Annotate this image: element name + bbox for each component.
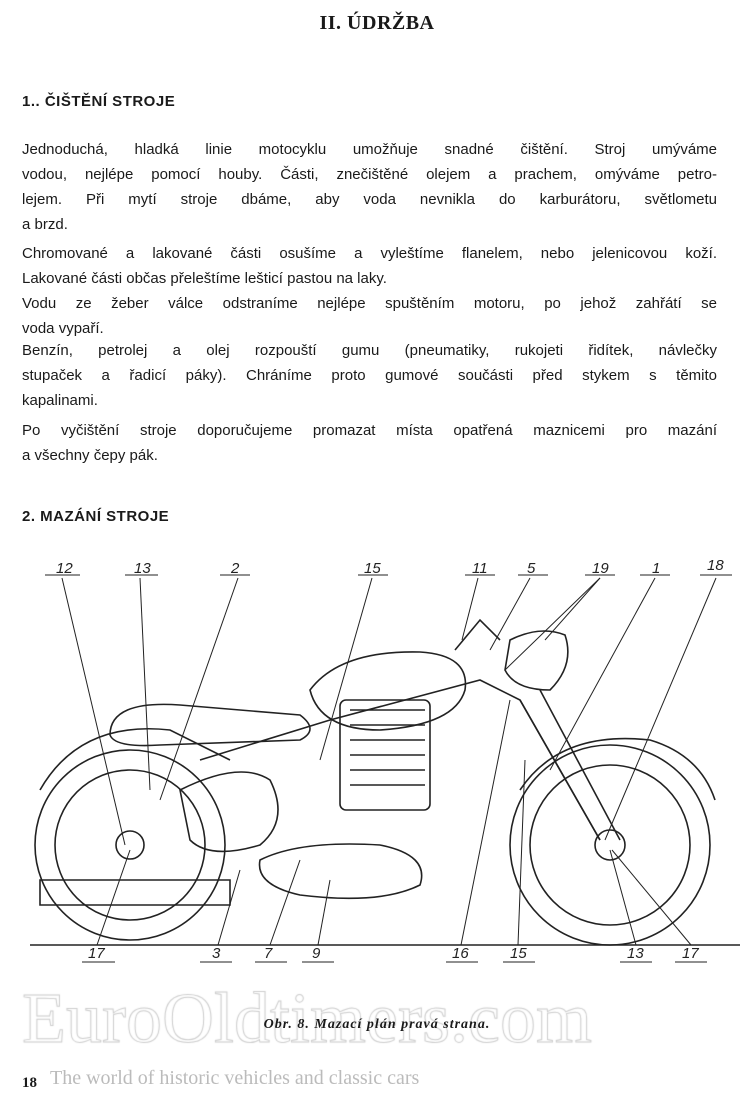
callout-1: 1 xyxy=(652,560,660,577)
rear-fender xyxy=(39,728,231,791)
text-line: a všechny čepy pák. xyxy=(22,447,158,464)
text-line: Benzín, petrolej a olej rozpouští gumu (… xyxy=(22,342,717,359)
callout-7: 7 xyxy=(264,945,273,962)
text-line: Po vyčištění stroje doporučujeme promaza… xyxy=(22,422,717,439)
text-line: Chromované a lakované části osušíme a vy… xyxy=(22,245,717,262)
text-line: Vodu ze žeber válce odstraníme nejlépe s… xyxy=(22,295,717,312)
callout-18: 18 xyxy=(707,557,724,574)
callout-15b: 15 xyxy=(510,945,527,962)
text-line: stupaček a řadicí páky). Chráníme proto … xyxy=(22,367,717,384)
crankcase xyxy=(258,843,423,900)
callout-19: 19 xyxy=(592,560,609,577)
bottom-callouts: 17 3 7 9 16 15 13 17 xyxy=(88,945,699,962)
side-cover xyxy=(179,771,279,853)
text-line: vodou, nejlépe pomocí houby. Části, zneč… xyxy=(22,166,717,183)
front-tire xyxy=(509,744,711,946)
text-line: Lakované části občas přeleštíme lešticí … xyxy=(22,270,387,287)
leader-lines xyxy=(45,574,732,963)
callout-2: 2 xyxy=(230,560,240,577)
text-line: lejem. Při mytí stroje dbáme, aby voda n… xyxy=(22,191,717,208)
frame xyxy=(199,679,601,841)
callout-17: 17 xyxy=(88,945,105,962)
handlebar xyxy=(454,618,501,651)
watermark-logo xyxy=(0,970,754,1065)
text-line: kapalinami. xyxy=(22,392,98,409)
callout-12: 12 xyxy=(56,560,73,577)
headlight xyxy=(504,630,569,691)
paragraph-2: Chromované a lakované části osušíme a vy… xyxy=(22,241,717,341)
text-line: a brzd. xyxy=(22,216,68,233)
page-title: II. ÚDRŽBA xyxy=(319,12,435,34)
top-callouts: 12 13 2 15 11 5 19 1 18 xyxy=(56,557,724,577)
motorcycle-lubrication-diagram: 12 13 2 15 11 5 19 1 18 17 3 7 9 16 15 1… xyxy=(30,557,740,963)
section-heading-lubrication: 2. MAZÁNÍ STROJE xyxy=(22,508,170,525)
page-number: 18 xyxy=(22,1075,37,1091)
text-line: Jednoduchá, hladká linie motocyklu umožň… xyxy=(22,141,717,158)
seat xyxy=(109,703,311,747)
callout-17b: 17 xyxy=(682,945,699,962)
callout-15: 15 xyxy=(364,560,381,577)
paragraph-1: Jednoduchá, hladká linie motocyklu umožň… xyxy=(22,137,717,237)
callout-16: 16 xyxy=(452,945,469,962)
rear-tire xyxy=(34,749,226,941)
motorcycle-drawing xyxy=(30,618,740,946)
callout-9: 9 xyxy=(312,945,321,962)
callout-13b: 13 xyxy=(627,945,644,962)
callout-3: 3 xyxy=(212,945,221,962)
callout-11: 11 xyxy=(472,560,488,577)
exhaust-pipe xyxy=(39,879,231,906)
watermark-tagline: The world of historic vehicles and class… xyxy=(50,1067,420,1089)
fuel-tank xyxy=(309,651,467,731)
engine-cylinder xyxy=(339,699,431,811)
callout-13: 13 xyxy=(134,560,151,577)
text-line: voda vypaří. xyxy=(22,320,104,337)
front-fork xyxy=(519,689,621,841)
figure-caption: Obr. 8. Mazací plán pravá strana. xyxy=(263,1017,491,1032)
section-heading-cleaning: 1.. ČIŠTĚNÍ STROJE xyxy=(22,93,176,110)
callout-5: 5 xyxy=(527,560,536,577)
paragraph-3: Benzín, petrolej a olej rozpouští gumu (… xyxy=(22,338,717,413)
paragraph-4: Po vyčištění stroje doporučujeme promaza… xyxy=(22,418,717,468)
front-fender xyxy=(519,737,716,801)
